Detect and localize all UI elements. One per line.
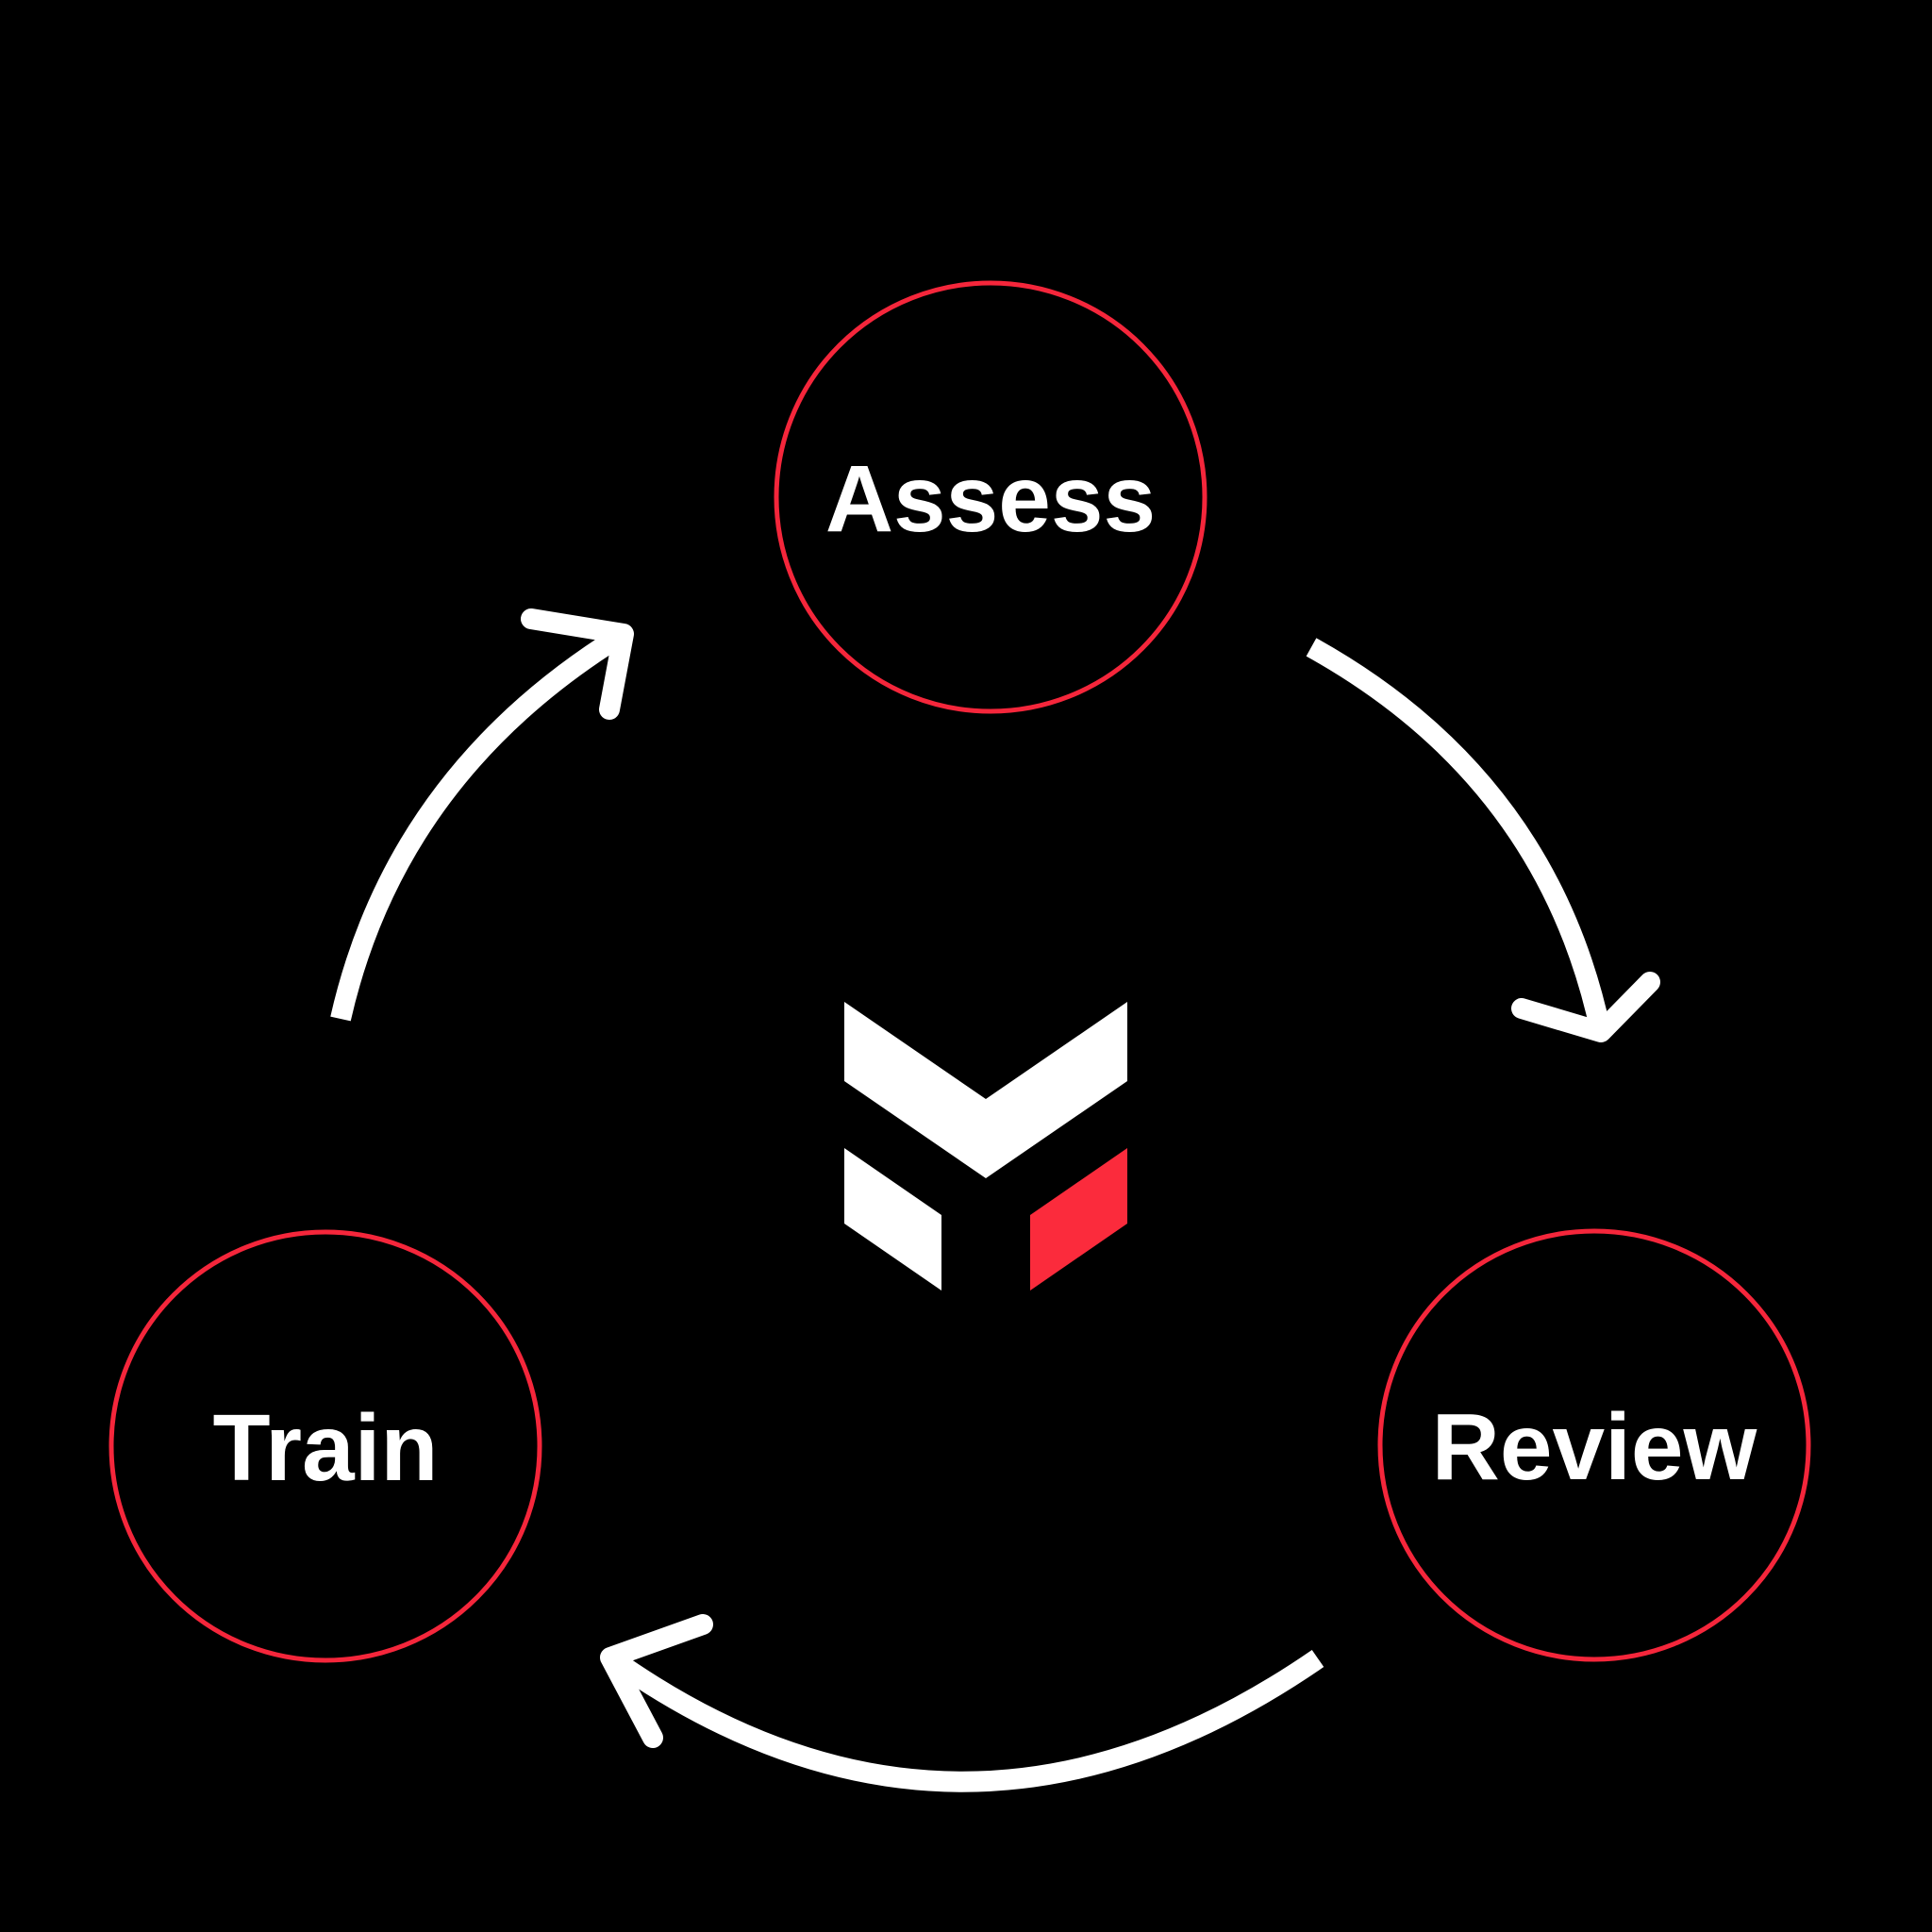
node-assess-circle: [774, 280, 1208, 714]
arrow-review-to-train-arrowhead-icon: [600, 1614, 713, 1748]
arrow-train-to-assess-arrowhead-icon: [521, 608, 634, 720]
logo-chevron-bottom-left: [844, 1148, 941, 1291]
arrow-review-to-train-curve: [604, 1649, 1324, 1792]
node-assess-label: Assess: [825, 446, 1156, 552]
arrow-assess-to-review-arrowhead-icon: [1511, 972, 1660, 1042]
arrow-train-to-assess: [330, 608, 634, 1022]
node-review-label: Review: [1432, 1394, 1757, 1500]
node-review: Review: [1377, 1228, 1811, 1662]
logo-chevron-bottom-right: [1030, 1148, 1127, 1291]
node-train-label: Train: [213, 1395, 439, 1501]
node-train: Train: [108, 1229, 542, 1663]
arrow-assess-to-review: [1306, 638, 1660, 1042]
arrow-review-to-train: [600, 1614, 1324, 1792]
brand-chevron-logo-icon: [844, 1002, 1127, 1291]
arrow-train-to-assess-curve: [330, 625, 629, 1022]
node-review-circle: [1377, 1228, 1811, 1662]
logo-chevron-top: [844, 1002, 1127, 1178]
arrow-assess-to-review-curve: [1306, 638, 1611, 1035]
node-train-circle: [108, 1229, 542, 1663]
node-assess: Assess: [774, 280, 1208, 714]
cycle-nodes: Assess Review Train: [108, 280, 1811, 1663]
cycle-arrows: [330, 608, 1660, 1792]
